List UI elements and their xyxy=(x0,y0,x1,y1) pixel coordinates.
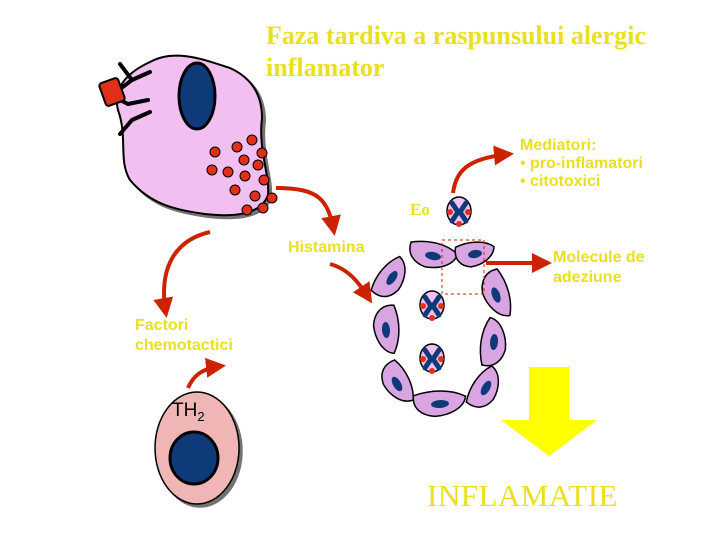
endothelial-cell-icon xyxy=(479,316,507,367)
endothelial-cell-icon xyxy=(370,255,406,298)
title-line-2: inflamator xyxy=(266,53,385,82)
molecule-adeziune-label: Molecule de adeziune xyxy=(553,248,645,288)
endothelial-cell-icon xyxy=(481,268,512,317)
adhesion-highlight-box xyxy=(441,239,485,295)
endothelial-cell-icon xyxy=(381,359,414,402)
allergen-icon xyxy=(98,77,126,107)
diagram-title: Faza tardiva a raspunsului alergic infla… xyxy=(266,20,720,84)
endothelial-cell-icon xyxy=(412,390,467,418)
mast-cell-nucleus xyxy=(177,61,217,131)
eosinophil-icon xyxy=(419,343,445,374)
th2-subscript: 2 xyxy=(197,408,205,424)
mediatori-label: Mediatori: • pro-inflamatori • citotoxic… xyxy=(520,137,643,191)
eosinophil-icon xyxy=(446,196,472,227)
factori-line-2: chemotactici xyxy=(135,337,233,354)
mediatori-heading: Mediatori: xyxy=(520,137,597,154)
factori-chemotactici-label: Factori chemotactici xyxy=(135,316,233,356)
blood-vessel xyxy=(370,240,512,418)
molecule-line-2: adeziune xyxy=(553,269,622,286)
down-arrow-icon xyxy=(501,367,597,456)
endothelial-cell-icon xyxy=(465,365,500,408)
eosinophil-icon xyxy=(419,290,445,321)
lymphocyte-icon xyxy=(154,391,240,505)
eo-label: Eo xyxy=(410,200,430,219)
th2-label: TH2 xyxy=(172,400,205,424)
arrow-histamina xyxy=(329,262,373,304)
mediatori-item-2: • citotoxici xyxy=(520,173,601,190)
title-line-1: Faza tardiva a raspunsului alergic xyxy=(266,21,646,50)
mediatori-item-1: • pro-inflamatori xyxy=(520,155,643,172)
arrow-mast-to-factori xyxy=(153,230,211,318)
arrow-eo-to-mediatori xyxy=(451,145,514,194)
endothelial-cell-icon xyxy=(372,304,400,355)
arrow-mast-to-vessel xyxy=(275,186,341,236)
mast-cell-granules xyxy=(206,134,278,216)
inflamatie-label: INFLAMATIE xyxy=(427,478,618,513)
endothelial-cell-icon xyxy=(409,240,459,269)
arrow-th2-to-factori xyxy=(186,357,226,389)
histamina-label: Histamina xyxy=(288,239,365,256)
molecule-line-1: Molecule de xyxy=(553,249,645,266)
factori-line-1: Factori xyxy=(135,317,189,334)
th2-base: TH xyxy=(172,400,198,421)
